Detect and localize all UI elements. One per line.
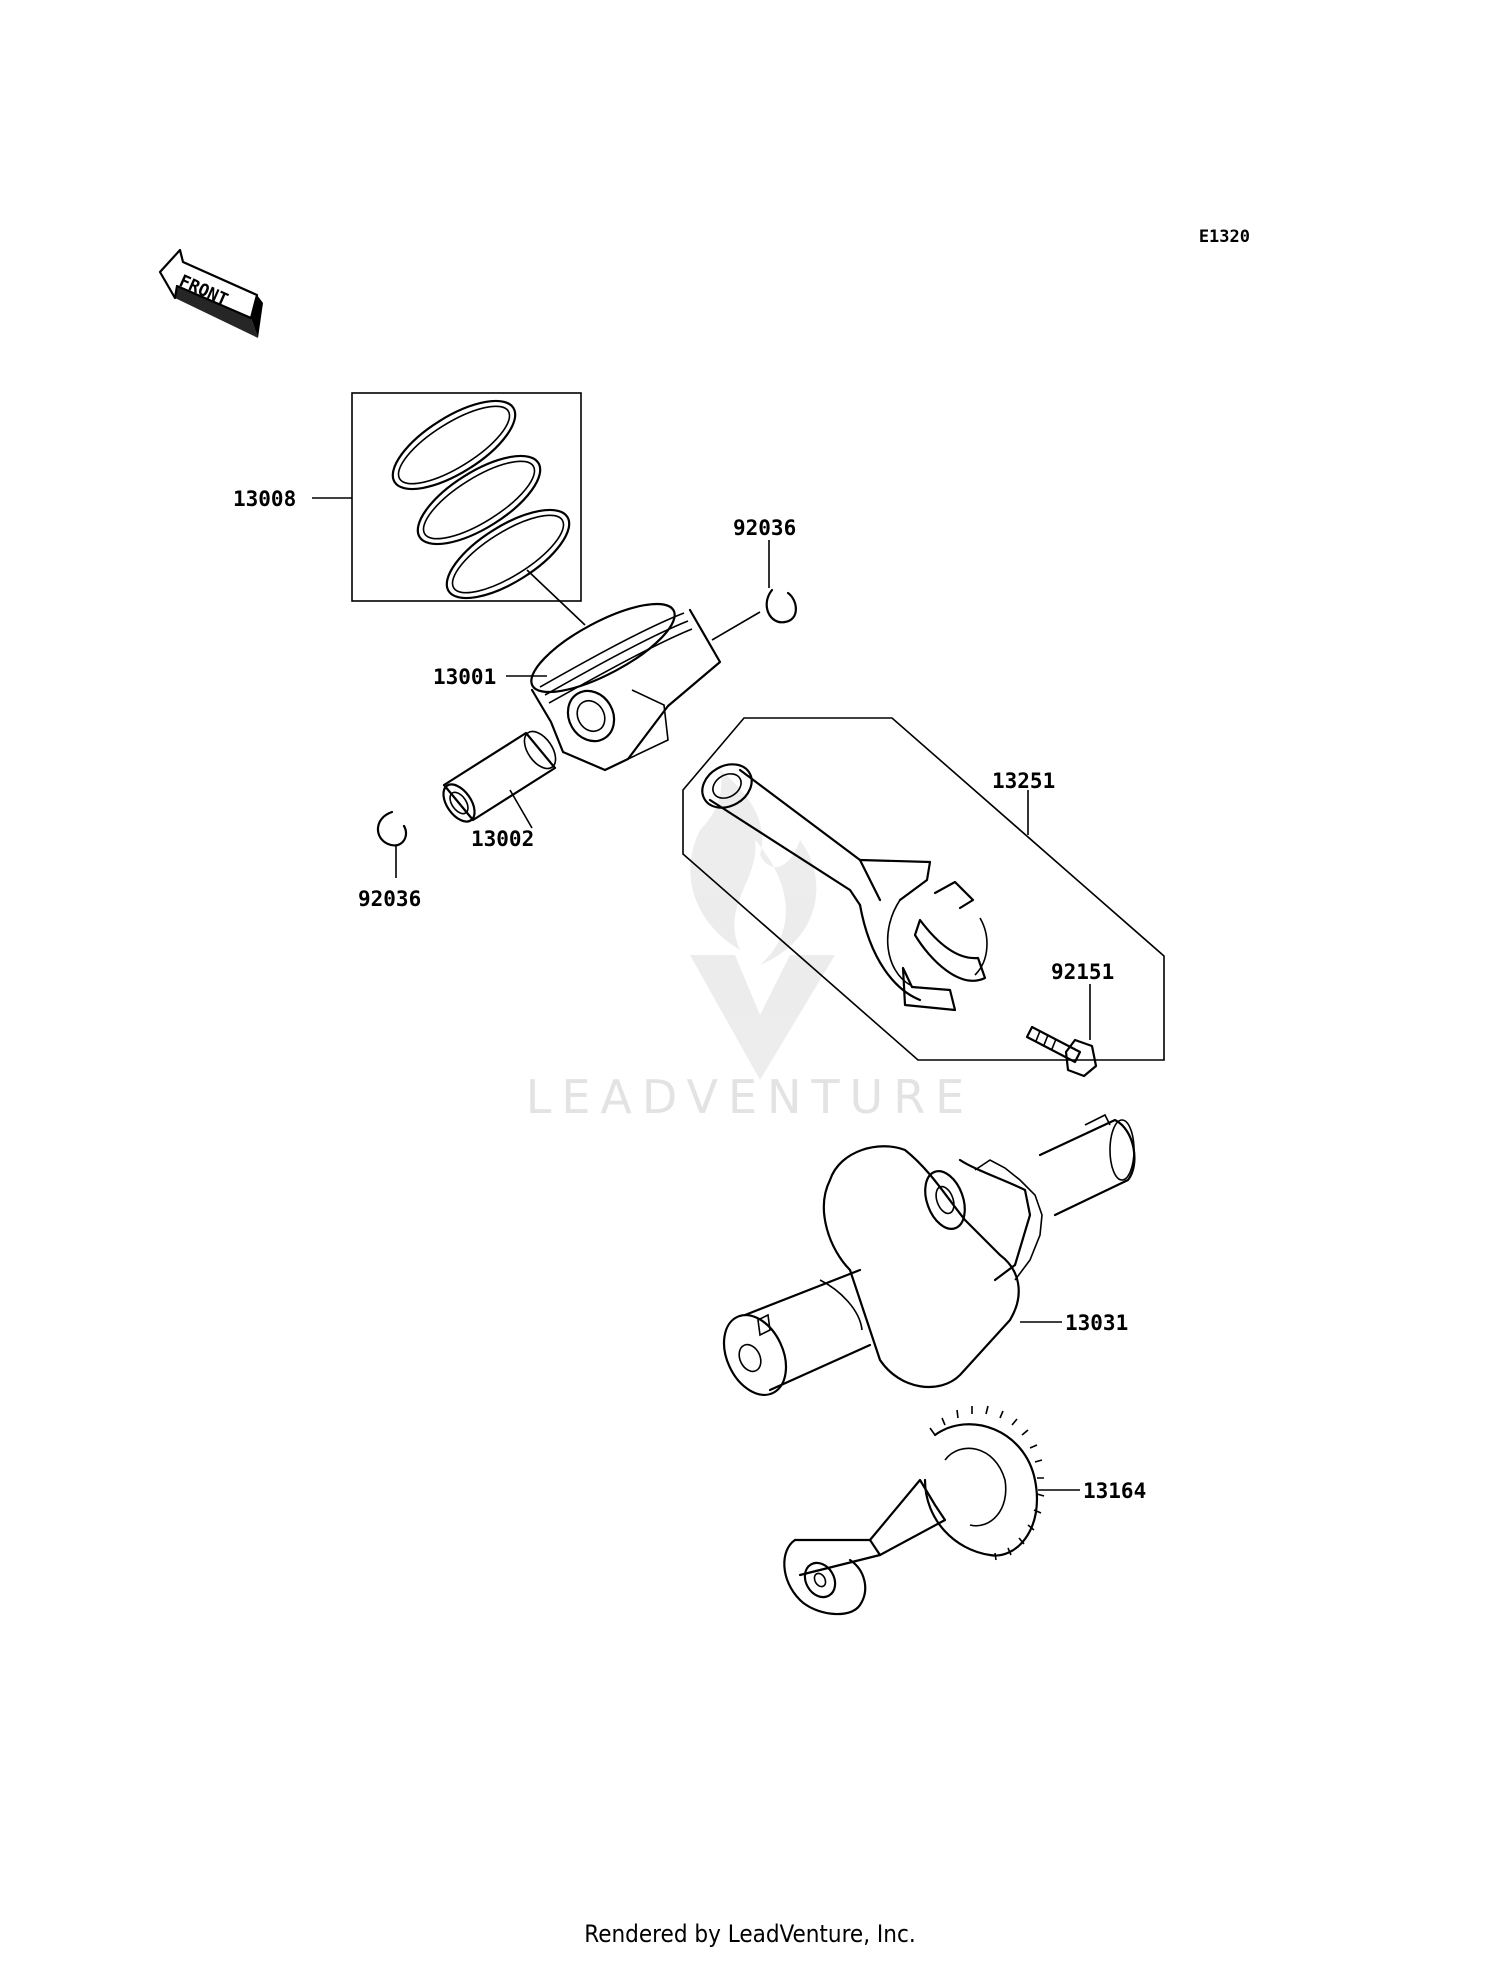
connecting-rod-assembly bbox=[682, 717, 1165, 1061]
leadventure-logo-icon bbox=[690, 770, 835, 1080]
callout-13002: 13002 bbox=[471, 827, 534, 851]
piston-pin bbox=[442, 730, 557, 823]
balancer-shaft bbox=[783, 1405, 1045, 1616]
diagram-code: E1320 bbox=[1199, 227, 1250, 247]
piston-ring-set bbox=[351, 392, 582, 602]
callout-13031: 13031 bbox=[1065, 1311, 1128, 1335]
callout-92036-top: 92036 bbox=[733, 516, 796, 540]
leader-13002 bbox=[509, 789, 533, 829]
circlip-top bbox=[765, 588, 797, 624]
front-direction-arrow-icon: FRONT bbox=[158, 248, 263, 338]
connecting-rod-bolt bbox=[1025, 1025, 1098, 1078]
footer-credit: Rendered by LeadVenture, Inc. bbox=[584, 1920, 916, 1948]
callout-92036-left: 92036 bbox=[358, 887, 421, 911]
callout-92151: 92151 bbox=[1051, 960, 1114, 984]
circlip-left bbox=[376, 810, 408, 847]
callout-13001: 13001 bbox=[433, 665, 496, 689]
watermark-text: LEADVENTURE bbox=[526, 1070, 975, 1124]
callout-13251: 13251 bbox=[992, 769, 1055, 793]
callout-13008: 13008 bbox=[233, 487, 296, 511]
leader-piston-to-circlip bbox=[711, 611, 761, 641]
leader-rings-to-piston bbox=[526, 569, 586, 626]
piston bbox=[530, 602, 722, 772]
callout-13164: 13164 bbox=[1083, 1479, 1146, 1503]
crankshaft bbox=[722, 1113, 1136, 1396]
